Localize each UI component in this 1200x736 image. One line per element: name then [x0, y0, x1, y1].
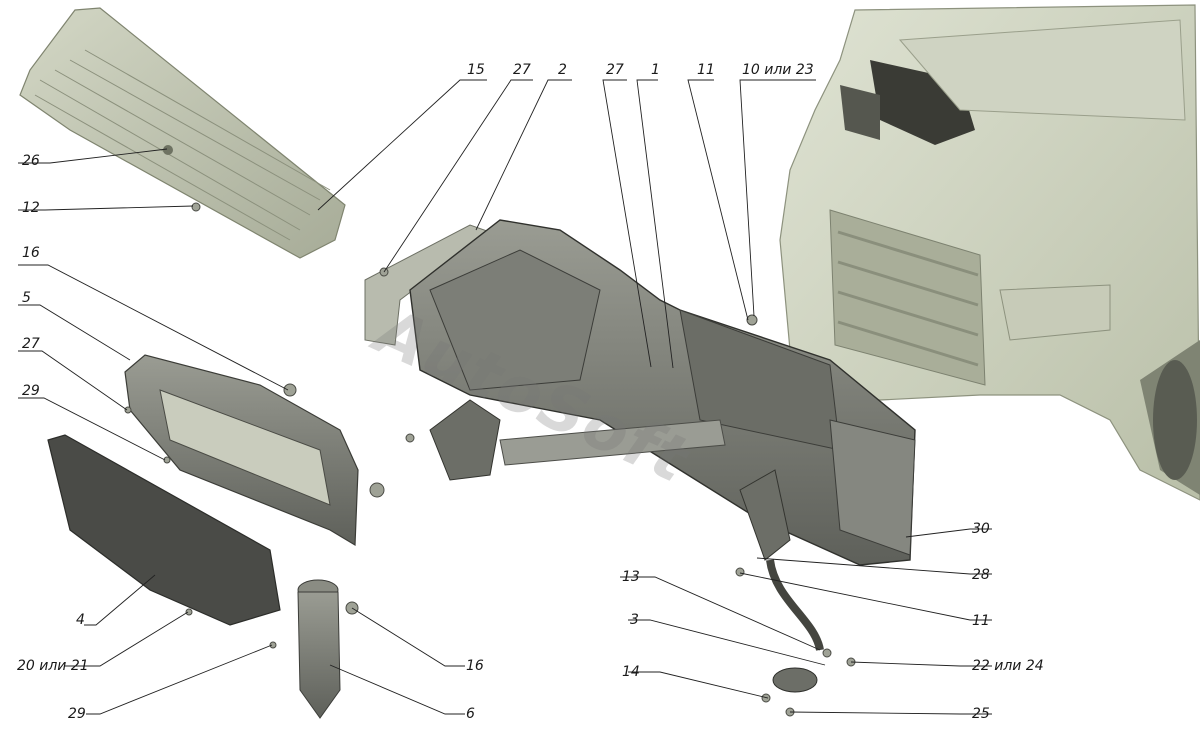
callout-11-top: 11 [697, 62, 715, 78]
callout-14: 14 [622, 664, 640, 680]
part-4-lower-cover [47, 434, 281, 626]
callout-16-bottom: 16 [466, 658, 484, 674]
callout-25: 25 [972, 706, 990, 722]
callout-30: 30 [972, 521, 990, 537]
part-6-drain-funnel [297, 579, 341, 719]
callout-2: 2 [558, 62, 567, 78]
callout-20-or-21: 20 или 21 [17, 658, 89, 674]
leader-lines [18, 79, 992, 715]
callout-27-top-left: 27 [513, 62, 531, 78]
callout-15: 15 [467, 62, 485, 78]
part-26-cowl-grille [19, 7, 346, 259]
callout-13: 13 [622, 569, 640, 585]
callout-1: 1 [651, 62, 660, 78]
callout-27-top-right: 27 [606, 62, 624, 78]
callout-28: 28 [972, 567, 990, 583]
callout-10-or-23: 10 или 23 [742, 62, 814, 78]
part-14-plate [772, 667, 818, 693]
callout-11-bottom: 11 [972, 613, 990, 629]
fasteners [124, 202, 856, 717]
callout-16-left: 16 [22, 245, 40, 261]
callout-27-left: 27 [22, 336, 40, 352]
callout-29-lower: 29 [68, 706, 86, 722]
callout-29-upper: 29 [22, 383, 40, 399]
callout-3: 3 [630, 612, 639, 628]
callout-6: 6 [466, 706, 475, 722]
callout-26: 26 [22, 153, 40, 169]
part-30-heater-ac-unit [409, 219, 916, 566]
callout-22-or-24: 22 или 24 [972, 658, 1044, 674]
vehicle-front [779, 4, 1200, 501]
part-5-air-duct-housing [124, 354, 359, 547]
callout-5: 5 [22, 290, 31, 306]
callout-4: 4 [76, 612, 85, 628]
callout-12: 12 [22, 200, 40, 216]
part-13-drain-hose [766, 559, 824, 651]
